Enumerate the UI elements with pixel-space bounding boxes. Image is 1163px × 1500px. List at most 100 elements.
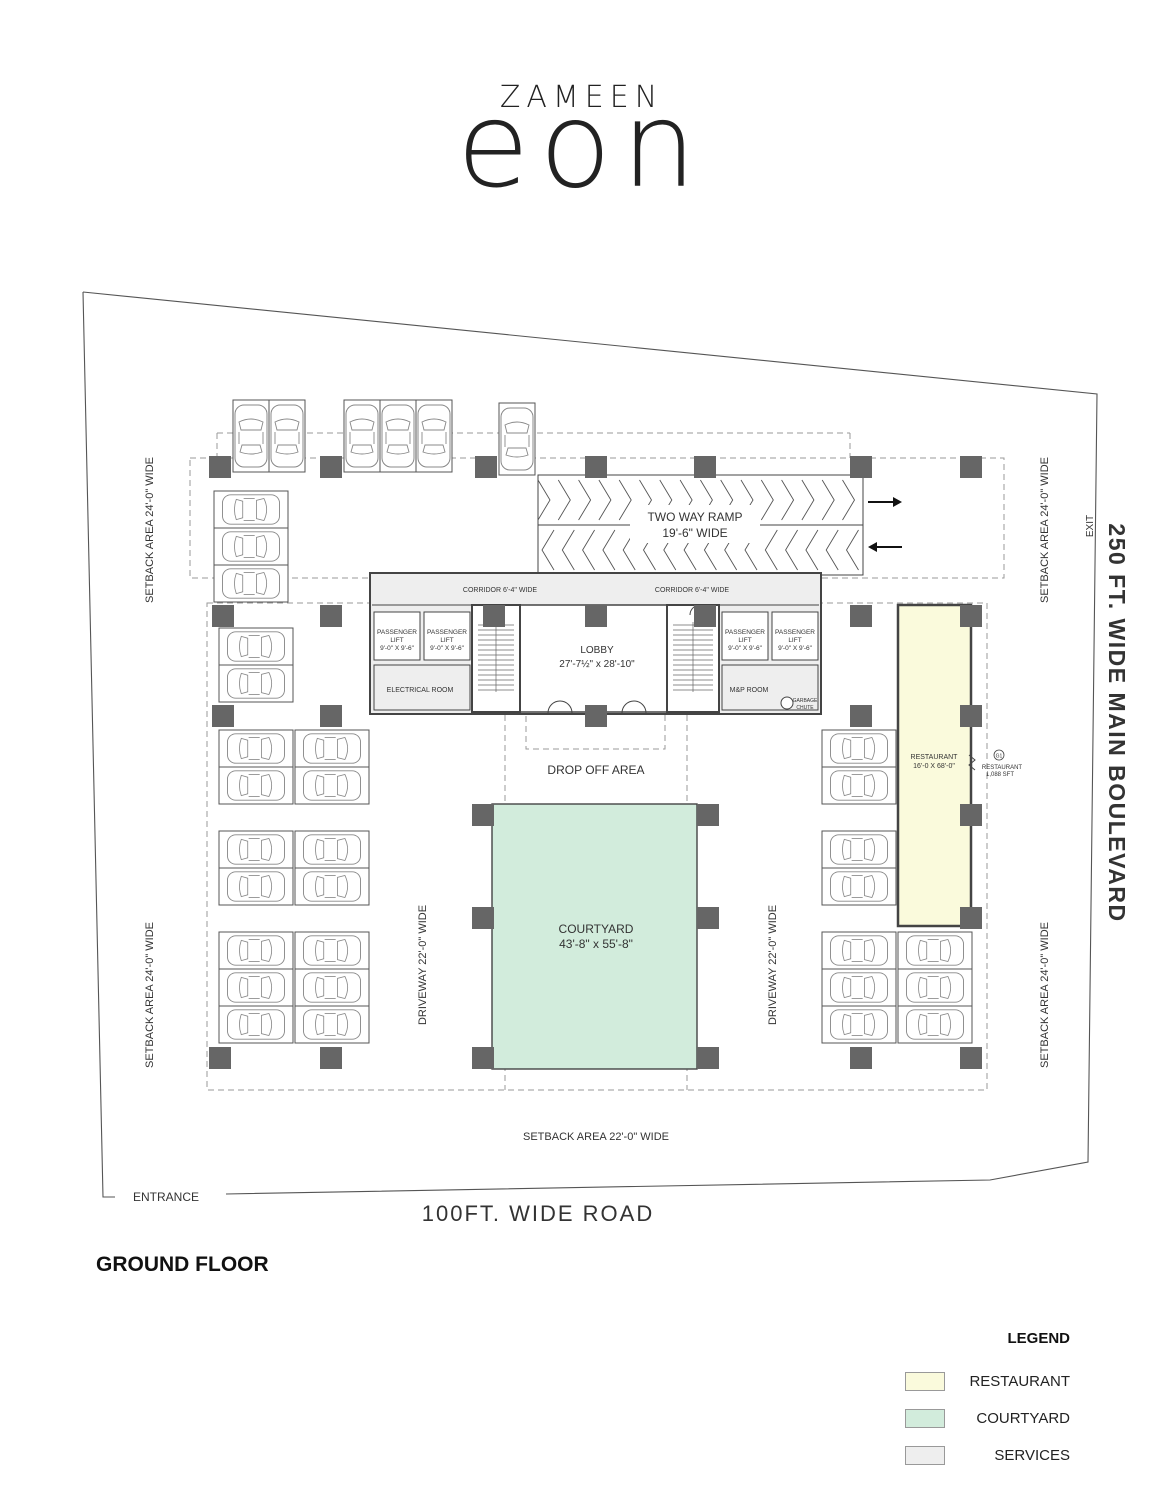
ramp-chevron-up bbox=[557, 479, 571, 521]
ramp-chevron-up bbox=[578, 479, 592, 521]
legend-item-restaurant: RESTAURANT bbox=[905, 1363, 1070, 1400]
structural-column bbox=[694, 605, 716, 627]
structural-column bbox=[472, 1047, 494, 1069]
driveway-right-label: DRIVEWAY 22'-0" WIDE bbox=[767, 905, 779, 1025]
ramp-chevron-up bbox=[618, 479, 632, 521]
car-icon bbox=[830, 935, 888, 966]
car-icon bbox=[500, 407, 534, 471]
structural-column bbox=[320, 456, 342, 478]
ramp-chevron-down bbox=[845, 529, 859, 571]
lift-1-label-a: PASSENGER bbox=[377, 629, 417, 636]
courtyard-size: 43'-8" x 55'-8" bbox=[559, 937, 633, 951]
parking-bays bbox=[213, 399, 973, 1044]
setback-left-bottom-label: SETBACK AREA 24'-0" WIDE bbox=[144, 922, 156, 1068]
ramp-chevron-up bbox=[537, 479, 551, 521]
legend-label-courtyard: COURTYARD bbox=[976, 1410, 1070, 1427]
car-icon bbox=[830, 770, 888, 801]
car-icon bbox=[906, 1009, 964, 1040]
ramp-chevron-down bbox=[805, 529, 819, 571]
ramp-chevron-up bbox=[760, 479, 774, 521]
brand-wordmark-top: ZAMEEN bbox=[499, 80, 664, 115]
car-icon bbox=[381, 404, 415, 468]
entrance-label: ENTRANCE bbox=[133, 1190, 199, 1204]
car-icon bbox=[227, 935, 285, 966]
structural-column bbox=[694, 456, 716, 478]
restaurant-area: 1,088 SFT bbox=[986, 772, 1014, 778]
car-icon bbox=[222, 568, 280, 599]
brand-wordmark-main: eon bbox=[456, 76, 707, 214]
car-icon bbox=[345, 404, 379, 468]
ramp-chevron-up bbox=[781, 479, 795, 521]
service-core: CORRIDOR 6'-4" WIDE CORRIDOR 6'-4" WIDE … bbox=[369, 572, 822, 715]
setback-right-top-label: SETBACK AREA 24'-0" WIDE bbox=[1039, 457, 1051, 603]
structural-column bbox=[209, 1047, 231, 1069]
restaurant-label: RESTAURANT bbox=[911, 754, 959, 761]
car-icon bbox=[303, 871, 361, 902]
car-icon bbox=[303, 733, 361, 764]
lift-2-label-a: PASSENGER bbox=[427, 629, 467, 636]
two-way-ramp: TWO WAY RAMP 19'-6" WIDE bbox=[537, 474, 902, 576]
setback-left-top-label: SETBACK AREA 24'-0" WIDE bbox=[144, 457, 156, 603]
lobby-size: 27'-7½" x 28'-10" bbox=[559, 659, 635, 670]
corridor-left-label: CORRIDOR 6'-4" WIDE bbox=[463, 587, 538, 594]
car-icon bbox=[830, 871, 888, 902]
structural-column bbox=[697, 907, 719, 929]
structural-column bbox=[850, 456, 872, 478]
legend: LEGEND RESTAURANT COURTYARD SERVICES bbox=[905, 1330, 1070, 1474]
lift-1-size: 9'-0" X 9'-6" bbox=[380, 645, 415, 652]
ramp-chevron-down bbox=[582, 529, 595, 571]
structural-column bbox=[850, 705, 872, 727]
car-icon bbox=[222, 531, 280, 562]
legend-swatch-courtyard bbox=[905, 1409, 945, 1428]
car-icon bbox=[227, 1009, 285, 1040]
car-icon bbox=[234, 404, 268, 468]
car-icon bbox=[227, 733, 285, 764]
electrical-room-label: ELECTRICAL ROOM bbox=[387, 687, 454, 694]
car-icon bbox=[303, 834, 361, 865]
ramp-chevron-up bbox=[801, 479, 815, 521]
car-icon bbox=[303, 935, 361, 966]
lift-4-label-b: LIFT bbox=[788, 637, 801, 644]
lift-4-label-a: PASSENGER bbox=[775, 629, 815, 636]
car-icon bbox=[227, 972, 285, 1003]
restaurant-tag: G1 bbox=[996, 754, 1003, 760]
drop-off-label: DROP OFF AREA bbox=[547, 763, 644, 777]
structural-column bbox=[209, 456, 231, 478]
structural-column bbox=[697, 804, 719, 826]
ramp-chevron-down bbox=[602, 529, 616, 571]
ramp-chevron-down bbox=[825, 529, 839, 571]
driveway-left-label: DRIVEWAY 22'-0" WIDE bbox=[417, 905, 429, 1025]
lift-2-label-b: LIFT bbox=[440, 637, 453, 644]
structural-column bbox=[960, 907, 982, 929]
courtyard-label: COURTYARD bbox=[559, 922, 634, 936]
car-icon bbox=[222, 494, 280, 525]
structural-column bbox=[320, 1047, 342, 1069]
car-icon bbox=[906, 972, 964, 1003]
car-icon bbox=[227, 668, 285, 699]
structural-column bbox=[475, 456, 497, 478]
road-bottom-label: 100FT. WIDE ROAD bbox=[422, 1201, 654, 1226]
car-icon bbox=[227, 834, 285, 865]
exit-label: EXIT bbox=[1085, 515, 1096, 537]
structural-column bbox=[585, 456, 607, 478]
structural-column bbox=[320, 605, 342, 627]
car-icon bbox=[270, 404, 304, 468]
car-icon bbox=[830, 972, 888, 1003]
ramp-width: 19'-6" WIDE bbox=[662, 526, 727, 540]
car-icon bbox=[830, 1009, 888, 1040]
floor-title: GROUND FLOOR bbox=[96, 1253, 269, 1276]
car-icon bbox=[830, 733, 888, 764]
restaurant-size: 16'-0 X 68'-0" bbox=[913, 763, 955, 770]
mp-room-label: M&P ROOM bbox=[730, 687, 769, 694]
ramp-chevron-down bbox=[561, 529, 575, 571]
structural-column bbox=[320, 705, 342, 727]
car-icon bbox=[906, 935, 964, 966]
car-icon bbox=[303, 972, 361, 1003]
legend-label-services: SERVICES bbox=[994, 1447, 1070, 1464]
structural-column bbox=[850, 1047, 872, 1069]
structural-columns bbox=[209, 456, 982, 1069]
structural-column bbox=[960, 705, 982, 727]
structural-column bbox=[960, 1047, 982, 1069]
legend-title: LEGEND bbox=[1007, 1330, 1070, 1347]
car-icon bbox=[830, 834, 888, 865]
